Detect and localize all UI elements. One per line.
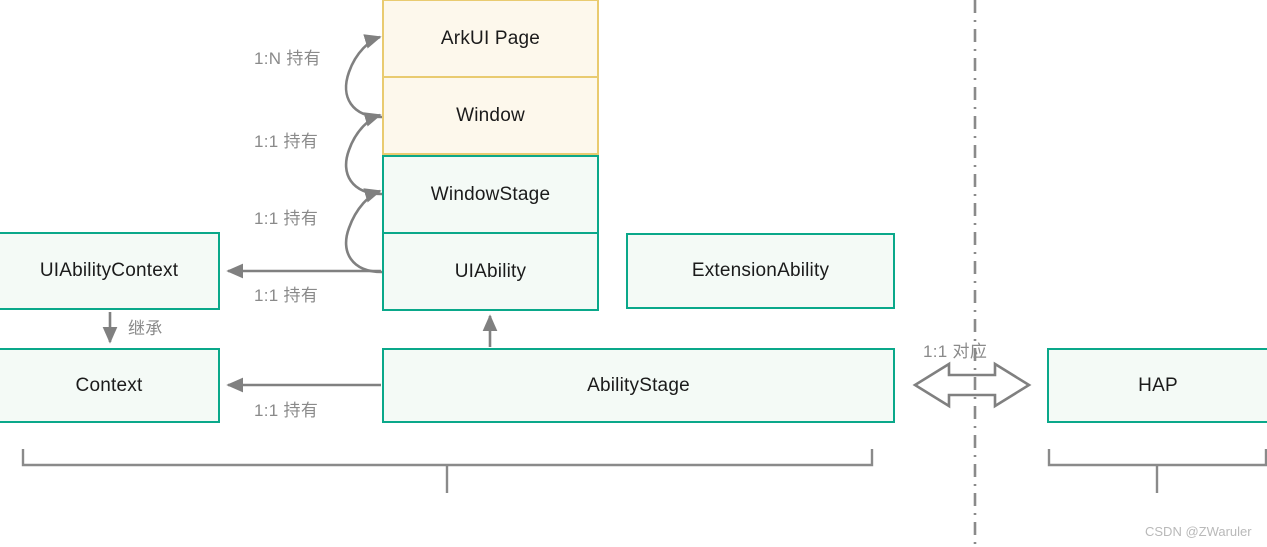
box-window-stage[interactable]: WindowStage xyxy=(382,155,599,233)
box-hap-label: HAP xyxy=(1138,374,1178,396)
box-hap[interactable]: HAP xyxy=(1047,348,1267,423)
watermark: CSDN @ZWaruler xyxy=(1145,524,1252,539)
box-window[interactable]: Window xyxy=(382,77,599,155)
arrow-uiability-to-windowstage xyxy=(344,188,383,274)
edge-label-uiability-to-context: 1:1 持有 xyxy=(254,281,318,306)
edge-label-windowstage-to-uiability-text: 1:1 持有 xyxy=(254,209,319,228)
edge-label-page-to-window: 1:N 持有 xyxy=(254,44,321,69)
box-ability-stage[interactable]: AbilityStage xyxy=(382,348,895,423)
box-extension-ability[interactable]: ExtensionAbility xyxy=(626,233,895,309)
box-context-label: Context xyxy=(75,374,143,396)
box-ui-ability-label: UIAbility xyxy=(454,260,527,282)
bracket-left xyxy=(21,449,874,467)
box-window-label: Window xyxy=(456,104,525,126)
edge-label-uiability-to-context-text: 1:1 持有 xyxy=(254,286,319,305)
edge-label-abilitystage-to-context: 1:1 持有 xyxy=(254,396,318,421)
box-ability-stage-label: AbilityStage xyxy=(587,374,690,396)
watermark-text: CSDN @ZWaruler xyxy=(1145,524,1252,539)
edge-label-page-to-window-text: 1:N 持有 xyxy=(254,49,321,68)
box-ui-ability-context[interactable]: UIAbilityContext xyxy=(0,232,220,310)
edge-label-hap-correspond-text: 1:1 对应 xyxy=(923,342,988,361)
box-ui-ability[interactable]: UIAbility xyxy=(382,233,599,311)
bracket-right xyxy=(1047,449,1267,467)
box-extension-ability-label: ExtensionAbility xyxy=(691,260,830,281)
box-ui-ability-context-label: UIAbilityContext xyxy=(39,260,179,281)
box-arkui-page-label: ArkUI Page xyxy=(440,27,541,49)
edge-label-inherit-text: 继承 xyxy=(128,319,163,338)
edge-label-abilitystage-to-context-text: 1:1 持有 xyxy=(254,401,319,420)
arrow-window-to-arkui-page xyxy=(344,34,383,119)
arrow-bidirectional-abilitystage-hap xyxy=(912,361,1032,409)
edge-label-windowstage-to-uiability: 1:1 持有 xyxy=(254,204,318,229)
arrow-windowstage-to-window xyxy=(344,112,383,196)
edge-label-window-to-windowstage-text: 1:1 持有 xyxy=(254,132,319,151)
edge-label-inherit: 继承 xyxy=(128,314,163,339)
box-window-stage-label: WindowStage xyxy=(430,183,551,205)
box-arkui-page[interactable]: ArkUI Page xyxy=(382,0,599,77)
edge-label-hap-correspond: 1:1 对应 xyxy=(923,337,987,362)
box-context[interactable]: Context xyxy=(0,348,220,423)
edge-label-window-to-windowstage: 1:1 持有 xyxy=(254,127,318,152)
